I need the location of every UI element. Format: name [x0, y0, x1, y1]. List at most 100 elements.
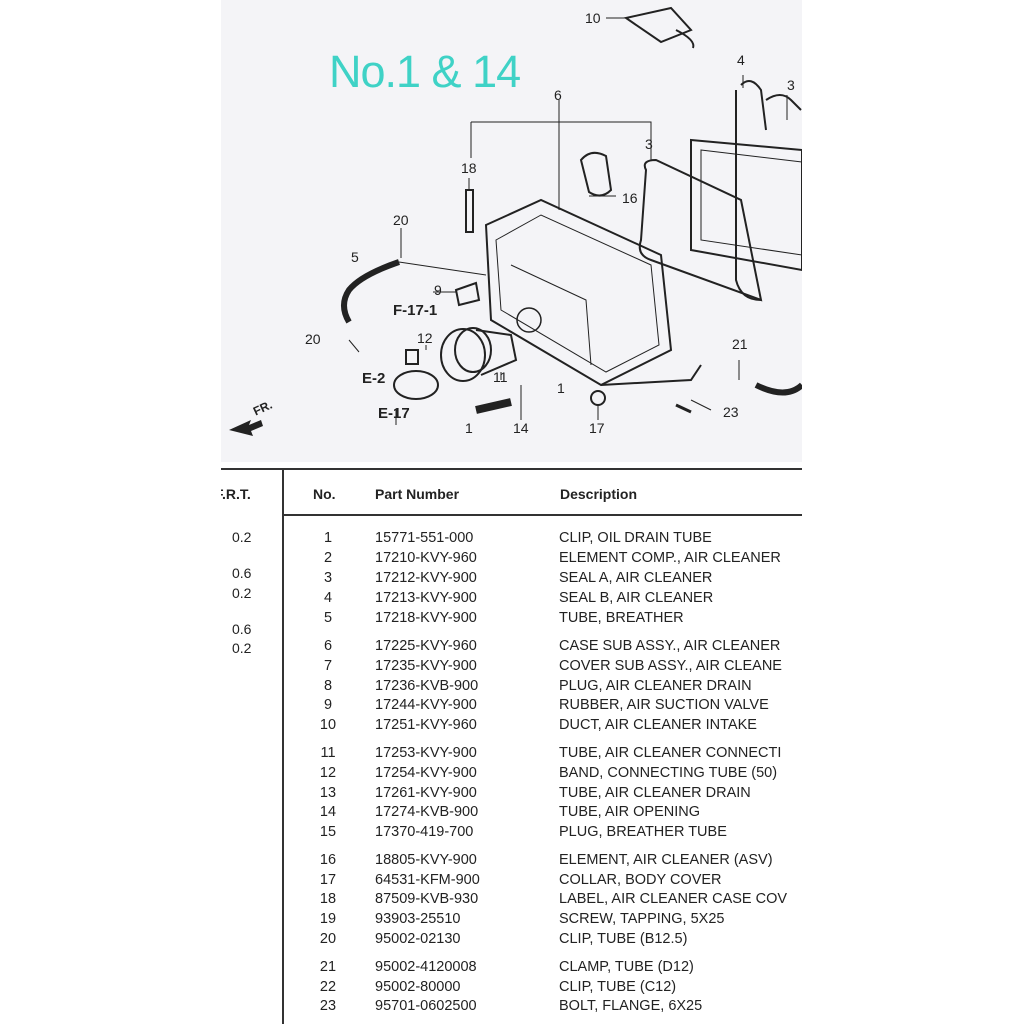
callout-10: 10 — [585, 10, 601, 26]
callout-1-bottom: 1 — [465, 420, 473, 436]
callout-e-2: E-2 — [362, 370, 386, 387]
cell-description: TUBE, AIR CLEANER DRAIN — [559, 785, 751, 801]
cell-no: 2 — [323, 550, 333, 566]
cell-part-number: 18805-KVY-900 — [375, 852, 477, 868]
frt-value: 0.2 — [232, 640, 252, 656]
table-row: 20 95002-02130 CLIP, TUBE (B12.5) — [284, 931, 802, 951]
callout-4: 4 — [737, 52, 745, 68]
table-row: 8 17236-KVB-900 PLUG, AIR CLEANER DRAIN — [284, 678, 802, 698]
cell-no: 9 — [323, 697, 333, 713]
cell-no: 23 — [319, 998, 337, 1014]
cell-description: RUBBER, AIR SUCTION VALVE — [559, 697, 769, 713]
cell-part-number: 17235-KVY-900 — [375, 658, 477, 674]
callout-16: 16 — [622, 190, 638, 206]
cell-description: SEAL B, AIR CLEANER — [559, 590, 714, 606]
exploded-diagram: No.1 & 14 10 4 3 6 3 18 16 20 5 9 F-17-1… — [221, 0, 802, 462]
cell-part-number: 17261-KVY-900 — [375, 785, 477, 801]
cell-part-number: 87509-KVB-930 — [375, 891, 479, 907]
cell-part-number: 17254-KVY-900 — [375, 765, 477, 781]
cell-part-number: 17253-KVY-900 — [375, 745, 477, 761]
cell-description: PLUG, AIR CLEANER DRAIN — [559, 678, 752, 694]
header-part-number: Part Number — [375, 486, 460, 502]
cell-description: CLIP, OIL DRAIN TUBE — [559, 530, 712, 546]
table-row: 10 17251-KVY-960 DUCT, AIR CLEANER INTAKE — [284, 717, 802, 737]
callout-3: 3 — [645, 136, 653, 152]
cell-description: TUBE, AIR OPENING — [559, 804, 700, 820]
callout-14: 14 — [513, 420, 529, 436]
cell-description: CLIP, TUBE (C12) — [559, 979, 677, 995]
callout-5: 5 — [351, 249, 359, 265]
table-header-rule — [282, 514, 802, 516]
cell-no: 14 — [319, 804, 337, 820]
callout-6: 6 — [554, 87, 562, 103]
table-row: 23 95701-0602500 BOLT, FLANGE, 6X25 — [284, 998, 802, 1018]
cell-description: ELEMENT, AIR CLEANER (ASV) — [559, 852, 773, 868]
cell-description: SEAL A, AIR CLEANER — [559, 570, 713, 586]
cell-description: BAND, CONNECTING TUBE (50) — [559, 765, 778, 781]
cell-no: 10 — [319, 717, 337, 733]
cell-no: 3 — [323, 570, 333, 586]
frt-value: 0.6 — [232, 621, 252, 637]
table-row: 14 17274-KVB-900 TUBE, AIR OPENING — [284, 804, 802, 824]
cell-part-number: 95701-0602500 — [375, 998, 477, 1014]
callout-3-top: 3 — [787, 77, 795, 93]
callout-f-17-1: F-17-1 — [393, 302, 438, 319]
parts-table: F.R.T. No. Part Number Description 0.2 0… — [221, 468, 802, 1024]
cell-no: 5 — [323, 610, 333, 626]
cell-no: 16 — [319, 852, 337, 868]
callout-1-right: 1 — [557, 380, 565, 396]
cell-description: CLIP, TUBE (B12.5) — [559, 931, 688, 947]
cell-description: BOLT, FLANGE, 6X25 — [559, 998, 703, 1014]
cell-no: 8 — [323, 678, 333, 694]
callout-20-left: 20 — [305, 331, 321, 347]
cell-part-number: 95002-02130 — [375, 931, 461, 947]
cell-no: 21 — [319, 959, 337, 975]
cell-description: COVER SUB ASSY., AIR CLEANE — [559, 658, 782, 674]
callout-e-17: E-17 — [378, 405, 410, 422]
table-row: 16 18805-KVY-900 ELEMENT, AIR CLEANER (ASV… — [284, 852, 802, 872]
cell-description: CASE SUB ASSY., AIR CLEANER — [559, 638, 781, 654]
callout-9: 9 — [434, 282, 442, 298]
frt-value: 0.2 — [232, 585, 252, 601]
callout-11: 11 — [493, 369, 508, 385]
cell-part-number: 17225-KVY-960 — [375, 638, 477, 654]
cell-description: ELEMENT COMP., AIR CLEANER — [559, 550, 781, 566]
overlay-title: No.1 & 14 — [329, 46, 521, 97]
cell-part-number: 17210-KVY-960 — [375, 550, 477, 566]
callout-20-top: 20 — [393, 212, 409, 228]
cell-part-number: 17274-KVB-900 — [375, 804, 479, 820]
cell-description: PLUG, BREATHER TUBE — [559, 824, 727, 840]
header-frt: F.R.T. — [221, 486, 251, 502]
cell-part-number: 17212-KVY-900 — [375, 570, 477, 586]
header-description: Description — [560, 486, 638, 502]
callout-21: 21 — [732, 336, 748, 352]
cell-part-number: 93903-25510 — [375, 911, 461, 927]
cell-part-number: 95002-4120008 — [375, 959, 477, 975]
table-row: 2 17210-KVY-960 ELEMENT COMP., AIR CLEANER — [284, 550, 802, 570]
cell-description: DUCT, AIR CLEANER INTAKE — [559, 717, 757, 733]
callout-23: 23 — [723, 404, 739, 420]
cell-part-number: 17251-KVY-960 — [375, 717, 477, 733]
cell-no: 13 — [319, 785, 337, 801]
cell-no: 17 — [319, 872, 337, 888]
cell-no: 20 — [319, 931, 337, 947]
parts-catalog-sheet: No.1 & 14 10 4 3 6 3 1 8 16 20 5 9 F-17-1… — [221, 0, 802, 1024]
cell-description: TUBE, BREATHER — [559, 610, 684, 626]
header-no: No. — [313, 486, 336, 502]
cell-description: TUBE, AIR CLEANER CONNECTI — [559, 745, 782, 761]
table-row: 13 17261-KVY-900 TUBE, AIR CLEANER DRAIN — [284, 785, 802, 805]
cell-part-number: 17370-419-700 — [375, 824, 474, 840]
cell-part-number: 17236-KVB-900 — [375, 678, 479, 694]
